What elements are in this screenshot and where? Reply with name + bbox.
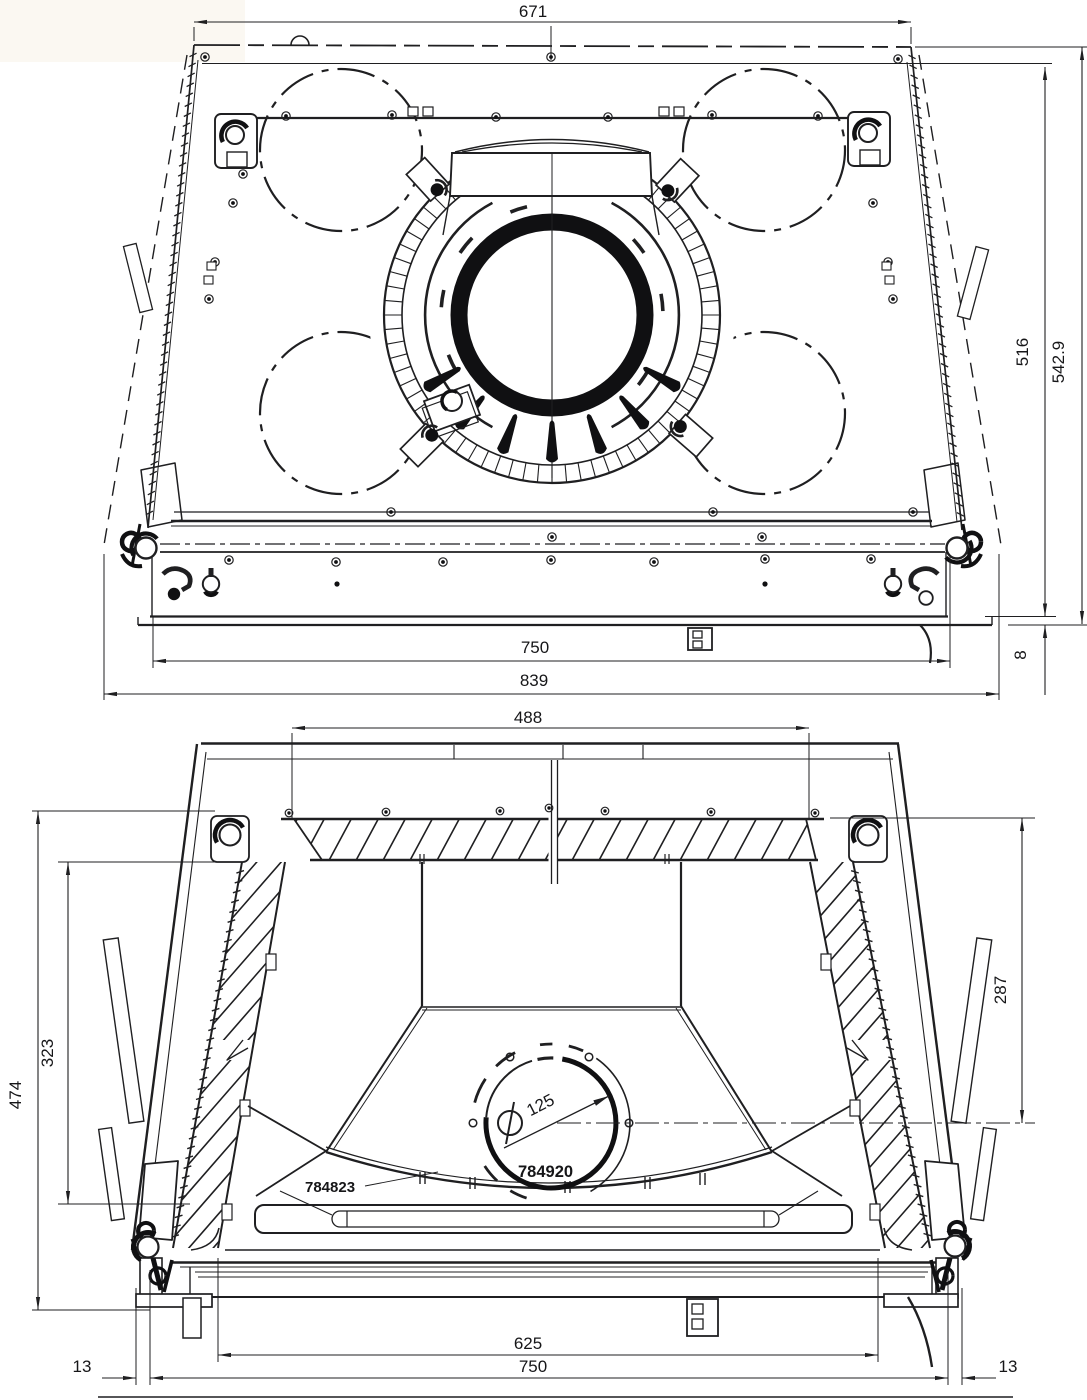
svg-text:516: 516 [1013, 338, 1032, 366]
svg-text:8: 8 [1011, 650, 1030, 659]
svg-text:625: 625 [514, 1334, 542, 1353]
svg-text:671: 671 [519, 2, 547, 21]
svg-text:13: 13 [73, 1357, 92, 1376]
svg-text:474: 474 [6, 1081, 25, 1109]
svg-text:488: 488 [514, 708, 542, 727]
svg-text:287: 287 [991, 976, 1010, 1004]
svg-text:323: 323 [38, 1039, 57, 1067]
svg-text:750: 750 [519, 1357, 547, 1376]
svg-text:784823: 784823 [305, 1179, 355, 1196]
svg-text:542.9: 542.9 [1049, 341, 1068, 384]
svg-text:750: 750 [521, 638, 549, 657]
svg-text:839: 839 [520, 671, 548, 690]
svg-text:784920: 784920 [518, 1163, 573, 1181]
svg-text:13: 13 [999, 1357, 1018, 1376]
